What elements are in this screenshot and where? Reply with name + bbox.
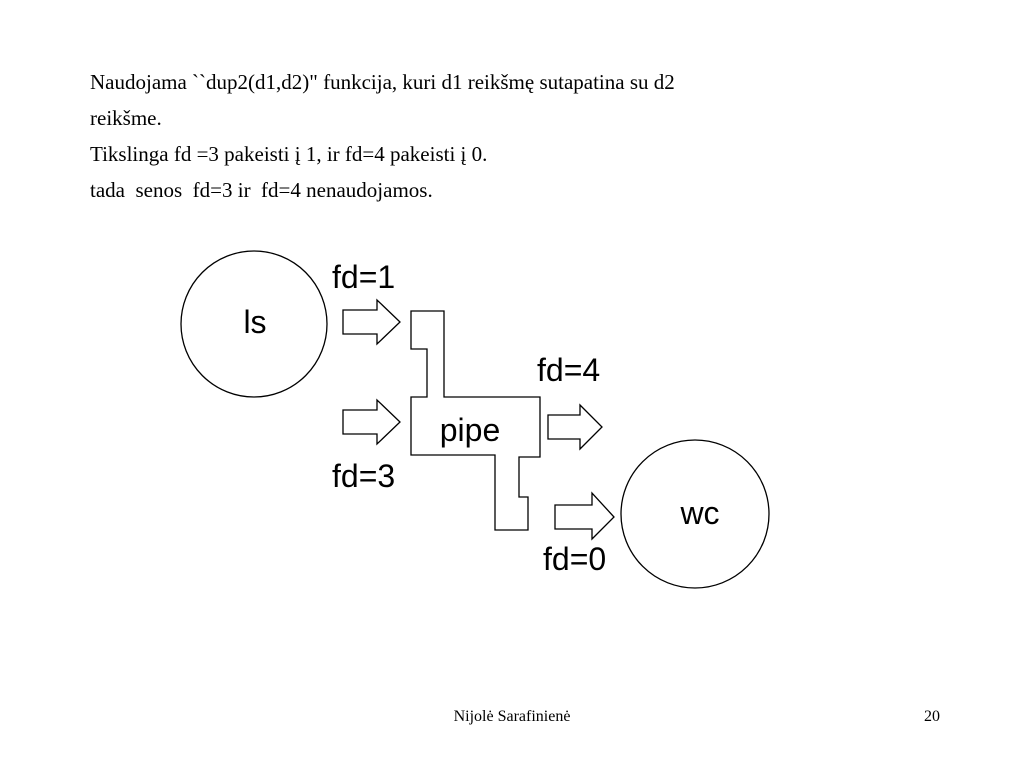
arrow-fd0-icon bbox=[554, 491, 615, 541]
text-line-4: tada senos fd=3 ir fd=4 nenaudojamos. bbox=[90, 178, 433, 202]
fd3-label: fd=3 bbox=[332, 458, 395, 494]
wc-process-circle bbox=[620, 439, 770, 589]
text-line-2: reikšme. bbox=[90, 106, 162, 130]
arrow-fd1-icon bbox=[342, 298, 401, 346]
arrow-fd3-icon bbox=[342, 398, 401, 446]
arrow-fd4-icon bbox=[547, 403, 603, 451]
text-line-3: Tikslinga fd =3 pakeisti į 1, ir fd=4 pa… bbox=[90, 142, 488, 166]
page-number: 20 bbox=[924, 708, 940, 725]
slide-text: Naudojama ``dup2(d1,d2)" funkcija, kuri … bbox=[90, 64, 970, 208]
fd4-label: fd=4 bbox=[537, 352, 600, 388]
pipe-shape bbox=[410, 310, 541, 531]
ls-label: ls bbox=[243, 304, 266, 340]
pipe-label: pipe bbox=[440, 412, 501, 448]
footer-author: Nijolė Sarafinienė bbox=[453, 708, 571, 725]
fd1-label: fd=1 bbox=[332, 259, 395, 295]
fd0-label: fd=0 bbox=[543, 541, 606, 577]
ls-process-circle bbox=[180, 250, 328, 398]
text-line-1: Naudojama ``dup2(d1,d2)" funkcija, kuri … bbox=[90, 70, 675, 94]
wc-label: wc bbox=[679, 495, 719, 531]
